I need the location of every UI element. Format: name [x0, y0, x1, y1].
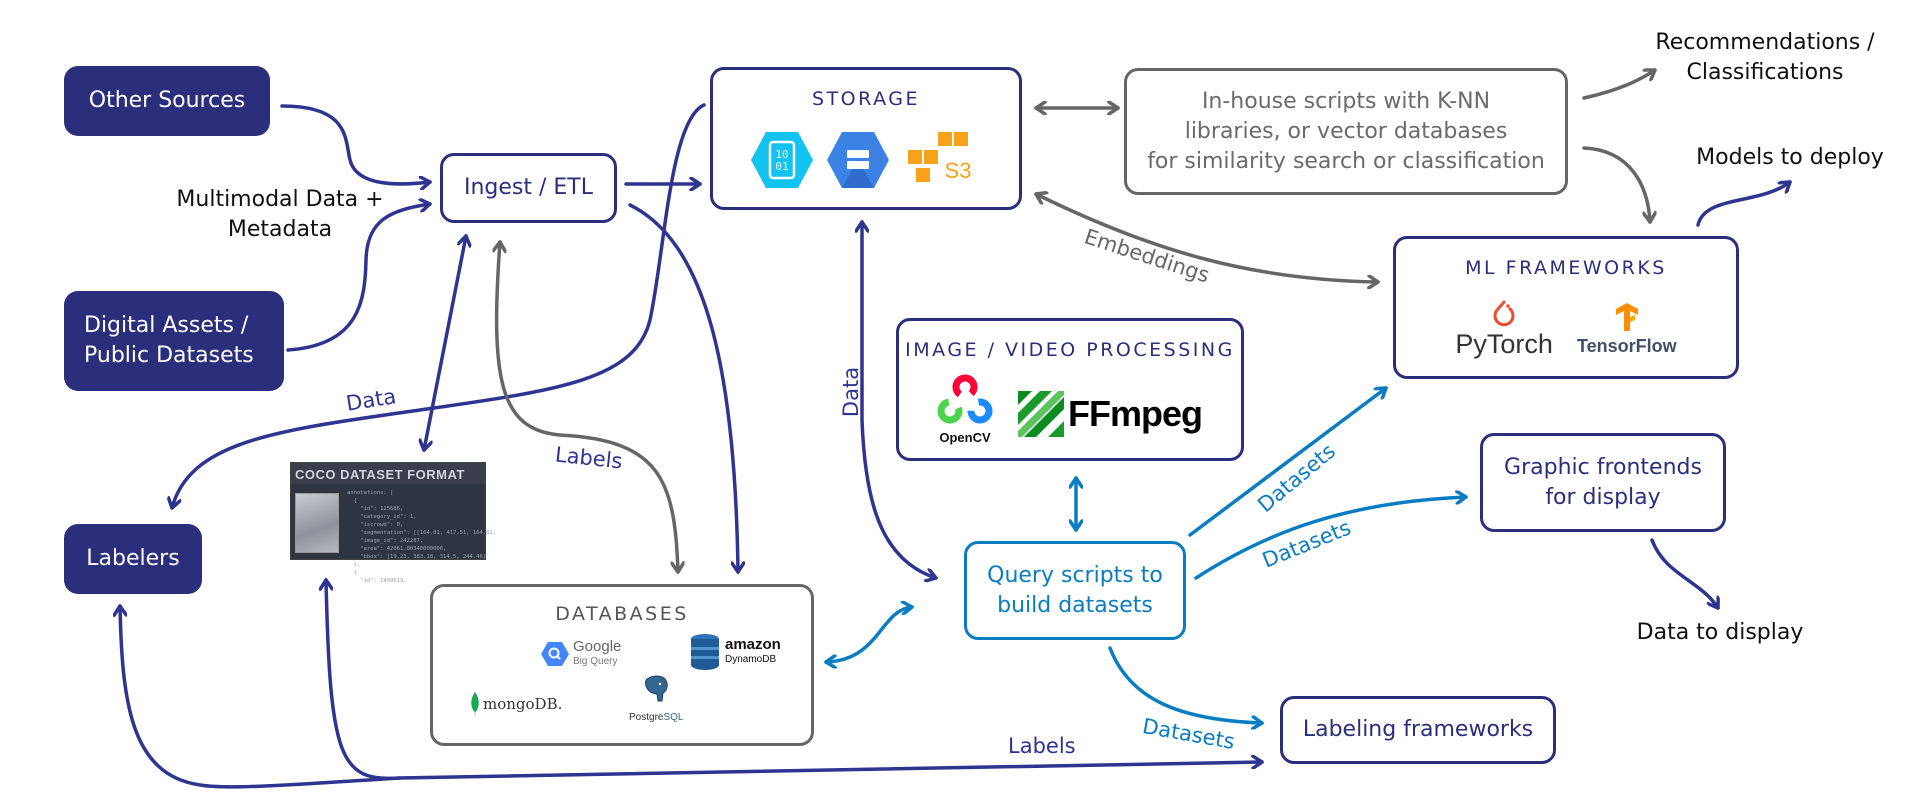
dynamodb-logo: amazon DynamoDB: [689, 633, 781, 671]
output-models-to-deploy: Models to deploy: [1696, 145, 1884, 170]
edge-label-datasets-frontend: Datasets: [1258, 515, 1355, 573]
edge-ml-to-deploy: [1696, 180, 1792, 227]
edge-label-labels-bottom: Labels: [1008, 734, 1076, 758]
node-storage[interactable]: STORAGE 10 01 S3: [710, 67, 1022, 210]
node-other-sources-label: Other Sources: [88, 88, 246, 113]
svg-text:01: 01: [775, 160, 788, 173]
node-labelers[interactable]: Labelers: [64, 524, 202, 594]
multimodal-line1: Multimodal Data +: [176, 187, 384, 212]
mongodb-leaf-icon: [471, 692, 479, 716]
node-digital-assets[interactable]: Digital Assets / Public Datasets: [64, 291, 284, 391]
frontends-line2: for display: [1545, 484, 1661, 510]
labeling-label: Labeling frameworks: [1302, 717, 1534, 742]
postgresql-elephant-icon: [645, 675, 668, 702]
knn-line2: libraries, or vector databases: [1184, 118, 1508, 144]
opencv-icon: [937, 374, 993, 424]
tensorflow-text: TensorFlow: [1576, 336, 1677, 356]
opencv-text: OpenCV: [939, 430, 991, 445]
pytorch-text: PyTorch: [1455, 329, 1553, 359]
s3-text: S3: [945, 158, 972, 183]
frontends-line1: Graphic frontends: [1504, 454, 1702, 480]
node-ingest-label: Ingest / ETL: [463, 175, 593, 200]
node-image-video[interactable]: IMAGE / VIDEO PROCESSING OpenCV: [896, 318, 1244, 461]
coco-title: COCO DATASET FORMAT: [291, 463, 485, 484]
ml-logos: PyTorch TensorFlow: [1455, 299, 1677, 359]
recommendations-line1: Recommendations /: [1655, 30, 1875, 55]
edge-labels-to-labelers: [120, 604, 402, 789]
multimodal-label: Multimodal Data + Metadata: [160, 185, 400, 245]
knn-line3: for similarity search or classification: [1147, 148, 1545, 174]
edge-ingest-coco: [424, 234, 466, 452]
labelers-label: Labelers: [86, 546, 180, 571]
edge-knn-to-recommendations: [1582, 70, 1657, 100]
edge-label-embeddings: Embeddings: [1081, 224, 1213, 288]
edge-knn-to-ml: [1582, 146, 1650, 224]
node-knn-scripts[interactable]: In-house scripts with K-NN libraries, or…: [1124, 68, 1568, 195]
postgresql-text1: Postgre: [629, 712, 664, 723]
edge-label-data-vertical: Data: [839, 366, 864, 418]
dynamodb-text1: amazon: [725, 636, 781, 653]
coco-dataset-image: COCO DATASET FORMAT annotations: [ { "id…: [290, 462, 496, 584]
storage-logos: 10 01 S3: [750, 130, 982, 190]
binary-hexagon-icon: 10 01: [751, 132, 813, 188]
postgresql-text2: SQL: [663, 712, 684, 723]
coco-code: annotations: [ { "id": 125686, "category…: [347, 490, 497, 584]
pytorch-logo: PyTorch: [1455, 299, 1553, 359]
output-data-to-display: Data to display: [1636, 620, 1804, 645]
node-imagevideo-title: IMAGE / VIDEO PROCESSING: [905, 339, 1235, 361]
dynamodb-icon: [691, 634, 719, 670]
edge-label-data-left: Data: [344, 384, 398, 416]
aws-s3-icon: S3: [908, 132, 972, 183]
output-recommendations: Recommendations / Classifications: [1650, 28, 1880, 88]
node-query-scripts[interactable]: Query scripts to build datasets: [964, 541, 1186, 640]
tensorflow-icon: [1615, 303, 1638, 331]
node-ml-title: ML FRAMEWORKS: [1465, 257, 1667, 279]
edge-ingest-to-databases: [628, 203, 738, 574]
node-databases-title: DATABASES: [555, 603, 689, 625]
tensorflow-logo: TensorFlow: [1577, 303, 1677, 359]
edge-label-datasets-ml: Datasets: [1253, 438, 1341, 518]
dynamodb-text2: DynamoDB: [725, 654, 777, 665]
bigquery-icon: [541, 642, 569, 666]
edge-frontends-to-display: [1650, 538, 1718, 610]
bigquery-logo: Google Big Query: [541, 639, 621, 669]
imagevideo-logos: OpenCV FFmpeg: [937, 374, 1203, 453]
postgresql-logo: PostgreSQL: [629, 675, 683, 733]
node-digital-assets-line1: Digital Assets /: [84, 313, 249, 338]
ffmpeg-logo: FFmpeg: [1018, 391, 1203, 437]
mongodb-logo: mongoDB.: [469, 689, 562, 719]
knn-line1: In-house scripts with K-NN: [1201, 88, 1491, 114]
query-line1: Query scripts to: [987, 562, 1163, 588]
node-storage-title: STORAGE: [812, 88, 920, 110]
multimodal-line2: Metadata: [227, 217, 333, 242]
opencv-logo: OpenCV: [937, 374, 993, 453]
edge-query-to-labeling: [1108, 646, 1264, 723]
pytorch-flame-icon: [1493, 300, 1515, 327]
bigquery-text1: Google: [573, 638, 622, 655]
ffmpeg-text: FFmpeg: [1068, 393, 1203, 434]
edge-databases-to-ingest-labels: [497, 240, 678, 574]
coco-photo-thumbnail: [295, 493, 339, 553]
storage-hexagon-icon: [827, 132, 889, 188]
edge-other-sources-to-ingest: [280, 104, 432, 184]
edge-databases-query: [824, 607, 914, 662]
node-databases[interactable]: DATABASES Google Big Query: [430, 584, 814, 746]
mongodb-text: mongoDB.: [483, 695, 563, 713]
edge-label-datasets-labeling: Datasets: [1140, 714, 1237, 754]
databases-logos: Google Big Query amazon DynamoDB: [433, 629, 811, 739]
recommendations-line2: Classifications: [1686, 60, 1844, 85]
node-graphic-frontends[interactable]: Graphic frontends for display: [1480, 433, 1726, 532]
edge-label-labels-mid: Labels: [553, 442, 624, 474]
node-labeling-frameworks[interactable]: Labeling frameworks: [1280, 696, 1556, 764]
node-ml-frameworks[interactable]: ML FRAMEWORKS PyTorch TensorFlow: [1393, 236, 1739, 379]
bigquery-text2: Big Query: [573, 656, 618, 667]
svg-text:10: 10: [775, 148, 788, 161]
node-digital-assets-line2: Public Datasets: [84, 343, 254, 368]
query-line2: build datasets: [997, 592, 1153, 618]
ffmpeg-icon: [1018, 391, 1064, 437]
postgresql-text: PostgreSQL: [629, 703, 683, 733]
node-other-sources[interactable]: Other Sources: [64, 66, 270, 136]
node-ingest-etl[interactable]: Ingest / ETL: [440, 153, 617, 223]
